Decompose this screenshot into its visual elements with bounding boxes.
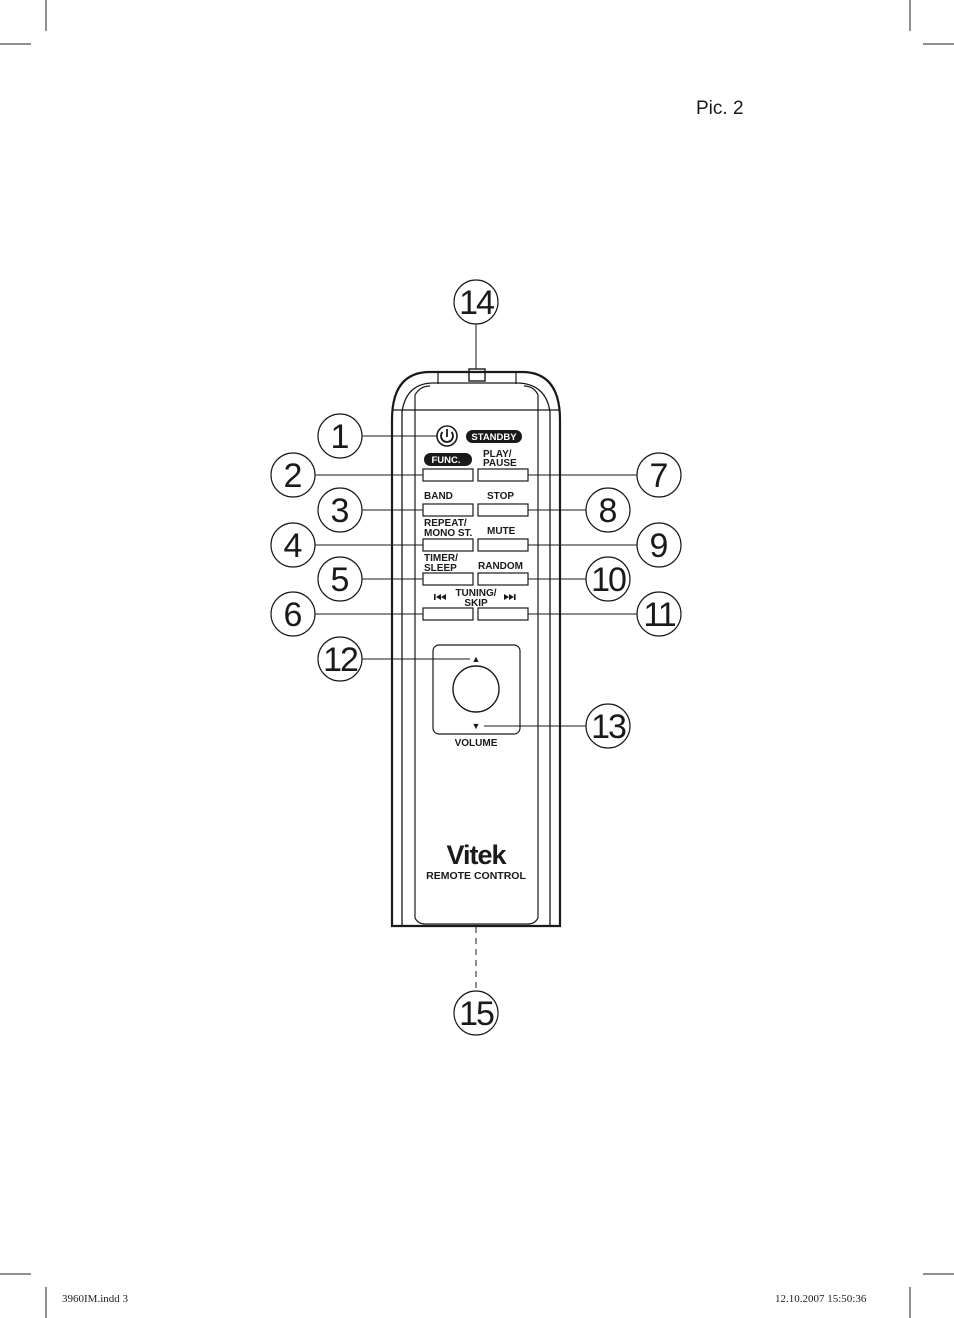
remote-body <box>390 368 562 928</box>
timer-label-1: TIMER/ <box>424 553 458 564</box>
timer-label-2: SLEEP <box>424 563 457 574</box>
standby-label-pill: STANDBY <box>466 430 522 443</box>
stop-button[interactable] <box>477 503 529 517</box>
repeat-mono-button[interactable] <box>422 538 474 552</box>
callout-8-circle <box>585 487 631 533</box>
callout-circles <box>270 279 682 1036</box>
volume-label: VOLUME <box>455 738 498 749</box>
skip-forward-button[interactable] <box>477 607 529 621</box>
next-skip-icon <box>504 594 516 600</box>
standby-button[interactable] <box>436 425 458 447</box>
callout-7: 7 <box>650 457 669 495</box>
random-button[interactable] <box>477 572 529 586</box>
callout-4-circle <box>270 522 316 568</box>
callout-5-circle <box>317 556 363 602</box>
volume-down-icon[interactable]: ▼ <box>472 721 481 731</box>
callout-6: 6 <box>284 596 303 634</box>
play-pause-button[interactable] <box>477 468 529 482</box>
callout-14-circle <box>453 279 499 325</box>
skip-back-button[interactable] <box>422 607 474 621</box>
callout-1: 1 <box>331 418 350 456</box>
tuning-label-1: TUNING/ <box>455 588 496 599</box>
callout-11: 11 <box>643 596 675 634</box>
brand-logo: Vitek <box>446 840 507 870</box>
stop-label: STOP <box>487 491 514 502</box>
mute-button[interactable] <box>477 538 529 552</box>
band-button[interactable] <box>422 503 474 517</box>
leader-lines <box>315 323 637 991</box>
volume-pad <box>432 644 521 735</box>
callout-3: 3 <box>331 492 350 530</box>
callout-1-circle <box>317 413 363 459</box>
callout-4: 4 <box>284 527 303 565</box>
callout-2-circle <box>270 452 316 498</box>
callout-12-circle <box>317 636 363 682</box>
prev-skip-icon <box>434 594 446 600</box>
callout-7-circle <box>636 452 682 498</box>
callout-13: 13 <box>591 708 626 746</box>
standby-label: STANDBY <box>471 432 517 443</box>
callout-3-circle <box>317 487 363 533</box>
tuning-label-2: SKIP <box>464 598 488 609</box>
func-button[interactable] <box>422 468 474 482</box>
footer-timestamp: 12.10.2007 15:50:36 <box>775 1293 867 1305</box>
play-pause-label-2: PAUSE <box>483 458 517 469</box>
callout-2: 2 <box>284 457 303 495</box>
callout-14: 14 <box>459 284 494 322</box>
mute-label: MUTE <box>487 526 516 537</box>
band-label: BAND <box>424 491 453 502</box>
play-pause-label-1: PLAY/ <box>483 449 512 460</box>
func-label: FUNC. <box>431 455 460 466</box>
timer-sleep-button[interactable] <box>422 572 474 586</box>
repeat-label-2: MONO ST. <box>424 528 473 539</box>
remote-caption: REMOTE CONTROL <box>426 870 526 882</box>
callout-15: 15 <box>459 995 494 1033</box>
figure-label: Pic. 2 <box>696 98 744 119</box>
volume-knob[interactable] <box>452 665 500 713</box>
callout-13-circle <box>585 703 631 749</box>
callout-9: 9 <box>650 527 669 565</box>
repeat-label-1: REPEAT/ <box>424 518 467 529</box>
volume-up-icon[interactable]: ▲ <box>472 654 481 664</box>
callout-10: 10 <box>591 561 626 599</box>
callout-8: 8 <box>599 492 618 530</box>
callout-10-circle <box>585 556 631 602</box>
callout-6-circle <box>270 591 316 637</box>
callout-11-circle <box>636 591 682 637</box>
callout-15-circle <box>453 990 499 1036</box>
callout-12: 12 <box>323 641 358 679</box>
callout-5: 5 <box>331 561 350 599</box>
random-label: RANDOM <box>478 561 523 572</box>
footer-file-name: 3960IM.indd 3 <box>62 1293 128 1305</box>
callout-9-circle <box>636 522 682 568</box>
func-label-pill <box>424 453 472 466</box>
